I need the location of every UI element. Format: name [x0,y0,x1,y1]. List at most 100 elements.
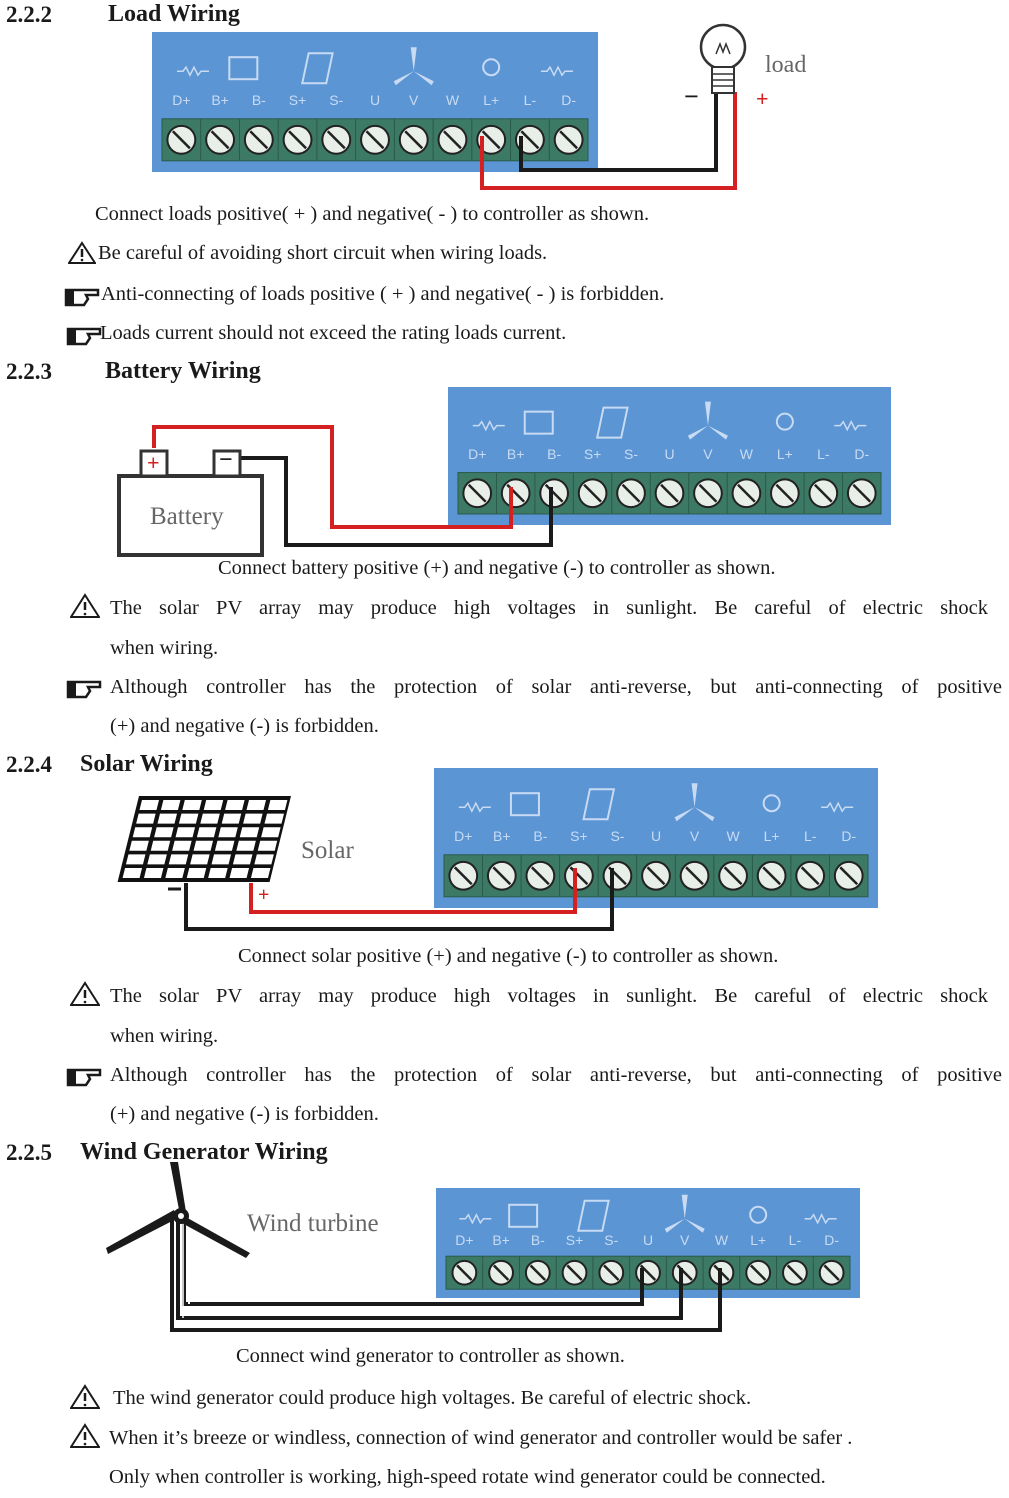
battery-icon [228,56,259,81]
battery-note-line-2: (+) and negative (-) is forbidden. [110,715,379,737]
solar-cell [239,827,260,838]
terminal-label-v: V [703,446,713,462]
terminal-label-dminus: D- [824,1232,839,1248]
solar-caption: Connect solar positive (+) and negative … [238,945,779,967]
wind-warning-1: The wind generator could produce high vo… [113,1387,752,1409]
battery-plus-sign: + [147,450,160,475]
terminal-label-u: U [643,1232,653,1248]
solar-cell [136,813,156,824]
solar-panel-icon [577,1199,610,1232]
warning-triangle-icon [68,241,96,264]
battery-positive-terminal [139,449,169,478]
terminal-label-v: V [690,828,700,844]
battery-negative-wire [227,456,553,547]
load-wiring [480,92,737,190]
solar-cell [172,840,192,851]
terminal-label-dminus: D- [561,92,576,108]
solar-wiring [117,796,614,931]
terminal-label-lplus: L+ [777,446,793,462]
terminal-label-splus: S+ [289,92,307,108]
solar-cell [254,854,274,865]
wind-wire-v [176,1215,683,1320]
solar-cell [125,854,146,865]
terminal-label-dminus: D- [841,828,856,844]
solar-positive-wire [249,868,577,914]
battery-wiring [117,425,553,557]
pointing-hand-icon [64,288,100,307]
terminal-label-lplus: L+ [750,1232,766,1248]
terminal-label-lminus: L- [804,828,817,844]
solar-cell [261,827,281,838]
terminal-label-w: W [446,92,460,108]
solar-cell [160,800,181,810]
pointing-hand-icon [66,327,102,346]
section-title-battery: Battery Wiring [105,358,261,384]
solar-cell [211,854,232,865]
terminal-label-bplus: B+ [507,446,525,462]
section-title-wind: Wind Generator Wiring [80,1139,328,1165]
terminal-label-u: U [651,828,661,844]
battery-warning-line-2: when wiring. [110,637,219,659]
solar-panel-icon [595,406,629,439]
solar-cell [186,868,207,878]
battery-icon [523,410,554,435]
wind-turbine-icon [393,47,434,86]
solar-cell [203,800,224,810]
battery-icon [509,792,540,817]
solar-cell [221,813,242,824]
wind-warning-2-line-2: Only when controller is working, high-sp… [109,1466,826,1488]
terminal-label-bplus: B+ [492,1232,510,1248]
terminal-label-w: W [726,828,740,844]
wind-turbine-icon [664,1194,705,1233]
section-number-solar: 2.2.4 [6,752,52,777]
terminal-label-lplus: L+ [483,92,499,108]
wind-warning-2-line-1: When it’s breeze or windless, connection… [109,1427,853,1449]
warning-triangle-icon [70,981,100,1006]
pointing-hand-icon [66,1068,102,1087]
solar-cell [264,813,285,824]
solar-plus-sign: + [258,884,270,906]
solar-note-line-2: (+) and negative (-) is forbidden. [110,1103,379,1125]
resistor-icon [821,801,854,813]
wind-turbine-icon [674,783,715,822]
battery-warning-line-1: The solar PV array may produce high volt… [110,597,988,619]
terminal-label-bplus: B+ [493,828,511,844]
load-warning: Be careful of avoiding short circuit whe… [98,242,548,264]
load-negative-wire [519,92,718,172]
terminal-label-splus: S+ [566,1232,584,1248]
terminal-label-dplus: D+ [172,92,190,108]
solar-cell [218,827,238,838]
solar-cell [165,868,185,878]
terminal-label-dminus: D- [854,446,869,462]
solar-negative-wire [184,868,614,931]
solar-cell [243,813,263,824]
solar-cell [200,813,220,824]
resistor-icon [804,1213,837,1225]
wind-turbine-icon [687,401,728,440]
battery-body [117,474,264,557]
resistor-icon [834,419,867,432]
solar-cell [143,868,164,878]
load-label: load [765,52,807,78]
battery-positive-wire [152,425,513,529]
solar-cell [232,854,253,865]
solar-label: Solar [301,837,354,864]
solar-cell [147,854,167,865]
light-bulb-icon [699,23,747,94]
wind-wire-u [182,1215,644,1306]
solar-note-line-1: Although controller has the protection o… [110,1064,1002,1086]
terminal-label-lminus: L- [524,92,537,108]
resistor-icon [472,419,505,432]
solar-cell [178,813,199,824]
terminal-label-bplus: B+ [211,92,229,108]
solar-cell [182,800,202,810]
solar-cell [190,854,210,865]
terminal-label-v: V [409,92,419,108]
solar-cell [246,800,267,810]
terminal-label-bminus: B- [531,1232,545,1248]
terminal-label-w: W [715,1232,729,1248]
resistor-icon [176,65,209,77]
